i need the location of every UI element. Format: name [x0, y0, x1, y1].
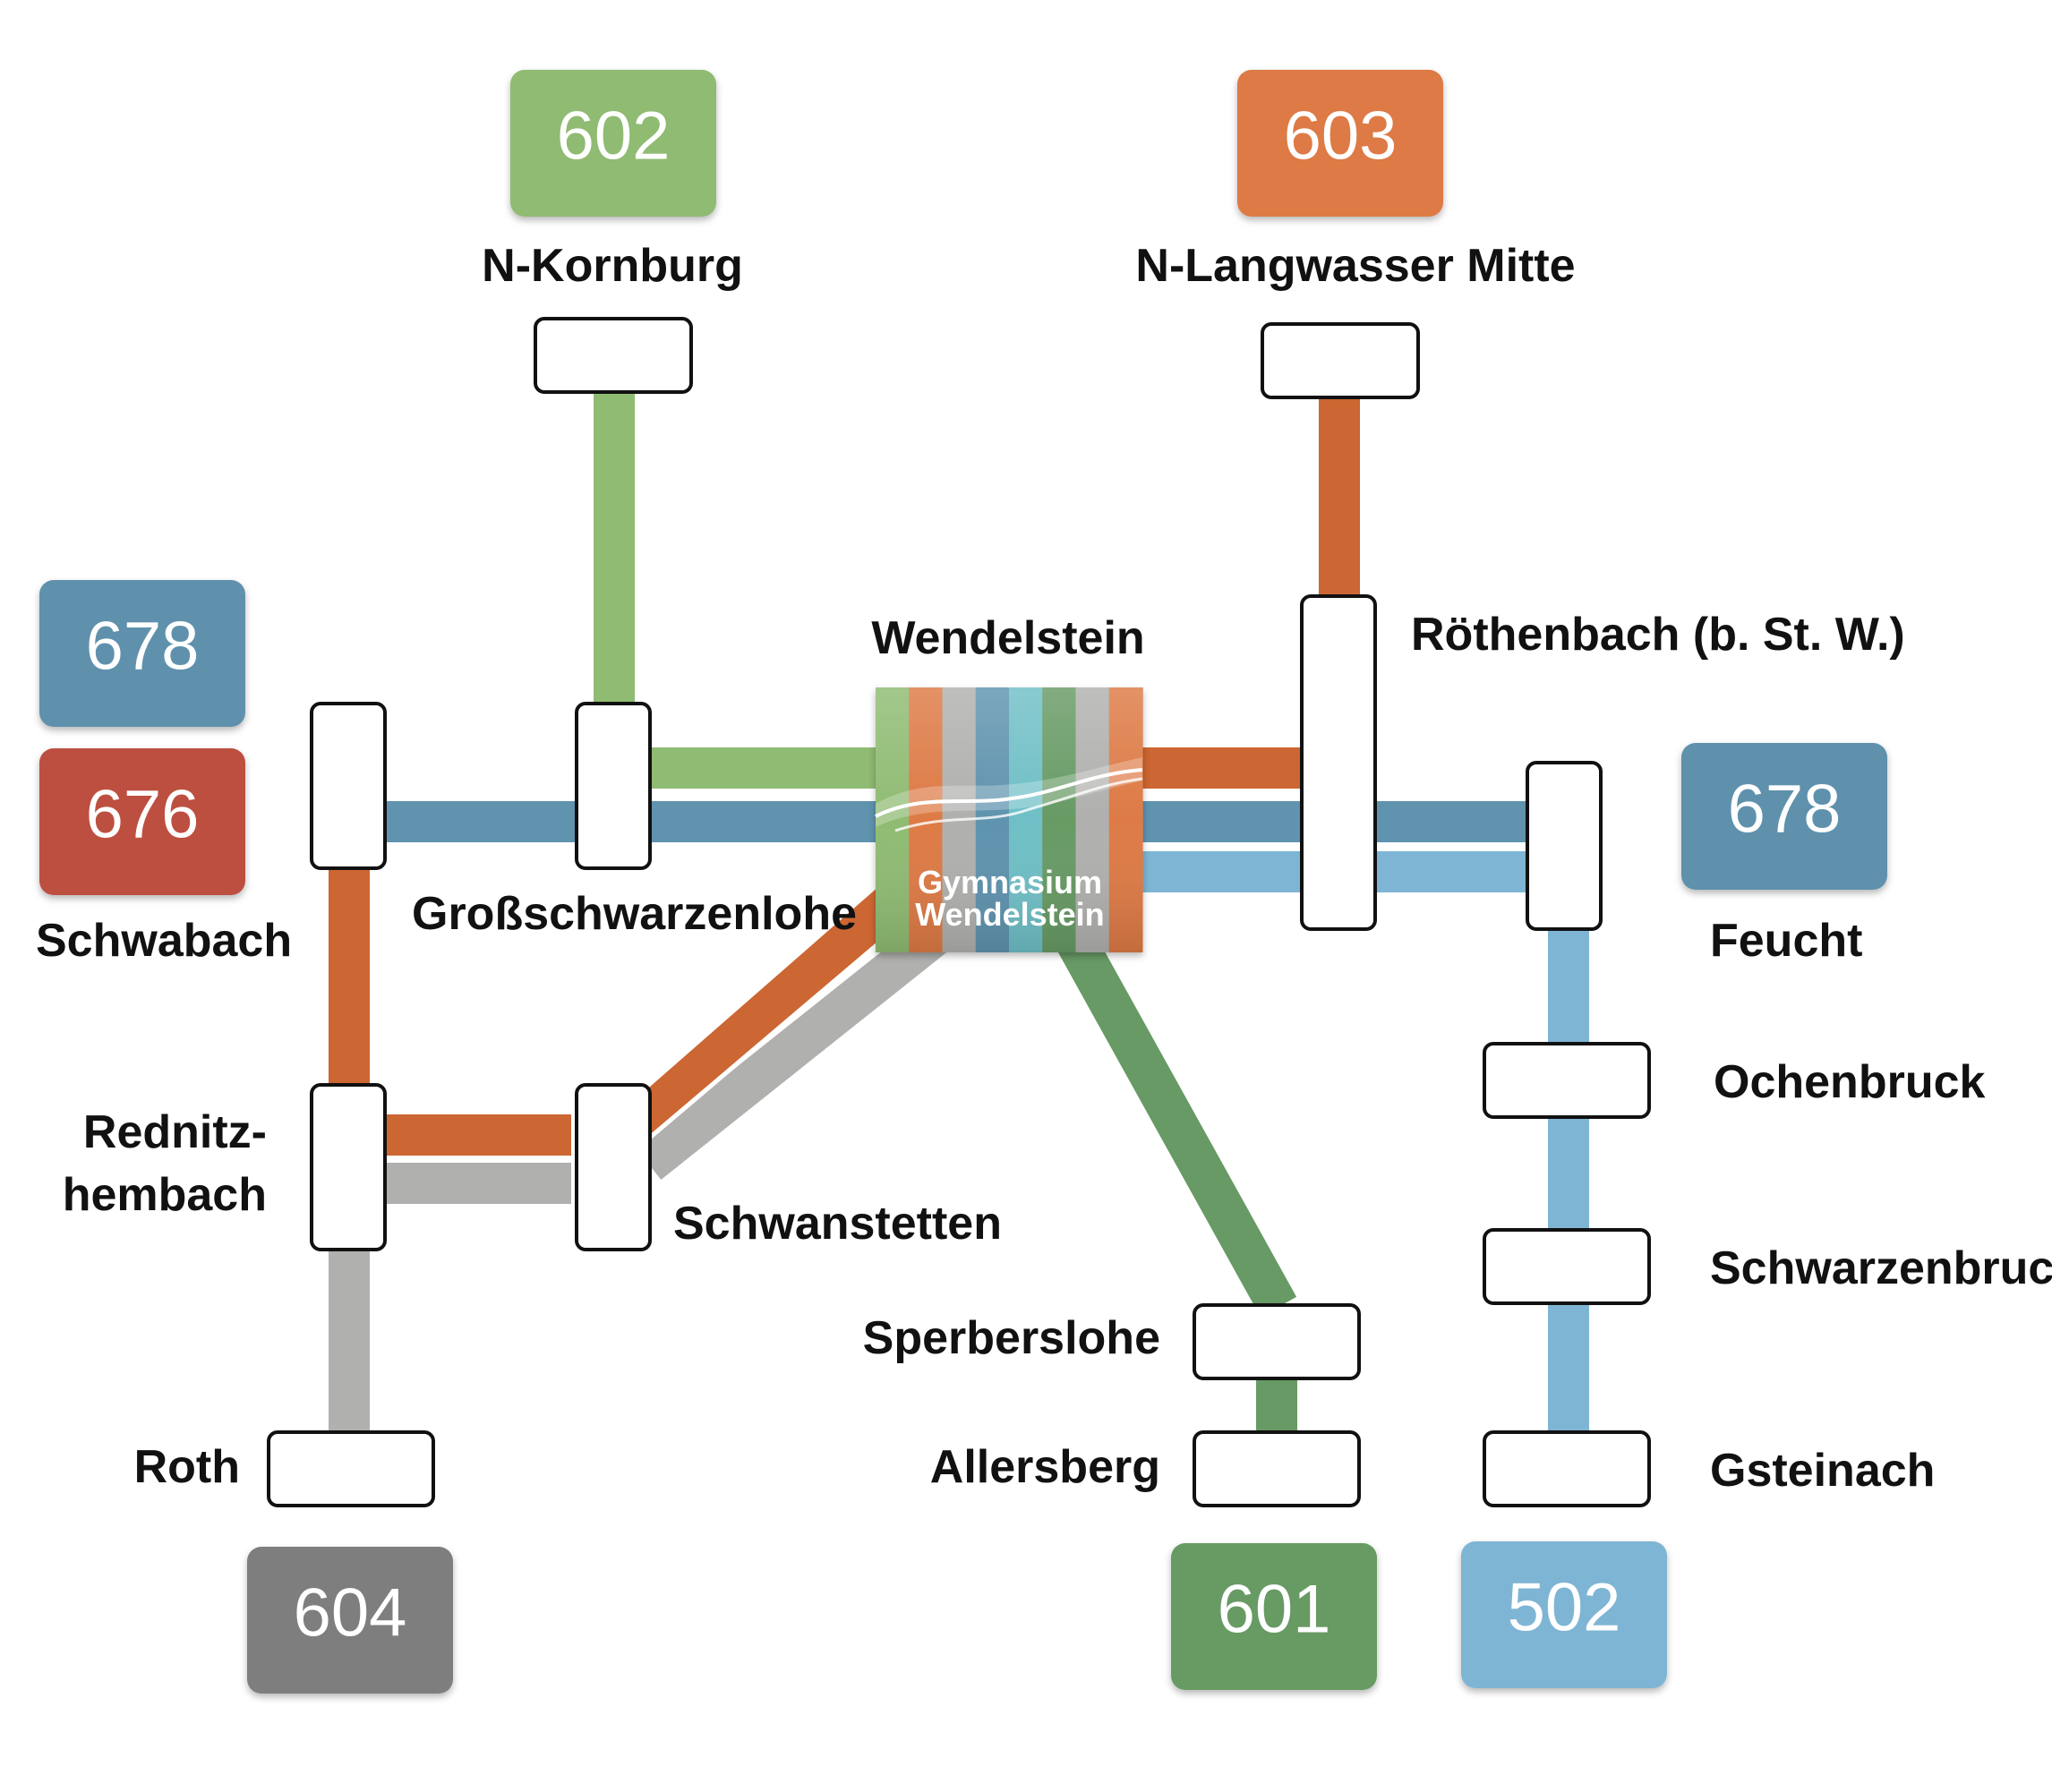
route-badge-676[interactable]: 676	[39, 748, 245, 895]
route-badge-676-label: 676	[86, 777, 200, 853]
route-badge-603-label: 603	[1284, 98, 1398, 175]
label-schwabach: Schwabach	[36, 915, 292, 967]
label-roth: Roth	[134, 1441, 240, 1493]
label-grossschwarzenlohe: Großschwarzenlohe	[412, 888, 857, 940]
label-rednitzhembach-line1: Rednitz-	[83, 1106, 267, 1158]
label-allersberg: Allersberg	[930, 1441, 1160, 1493]
hub-wave-line	[875, 768, 1143, 818]
route-badge-678-east-label: 678	[1728, 772, 1842, 848]
label-gsteinach: Gsteinach	[1710, 1445, 1935, 1497]
route-badge-601-label: 601	[1218, 1572, 1331, 1648]
route-badge-601[interactable]: 601	[1171, 1543, 1377, 1690]
label-rednitzhembach-line2: hembach	[63, 1169, 267, 1221]
stop-roethenbach[interactable]	[1300, 594, 1377, 931]
route-604-line-diagonal	[635, 917, 952, 1180]
label-roethenbach: Röthenbach (b. St. W.)	[1411, 609, 1905, 661]
label-n-kornburg: N-Kornburg	[482, 240, 743, 292]
route-badge-502[interactable]: 502	[1461, 1541, 1667, 1688]
stop-schwabach[interactable]	[310, 702, 387, 870]
hub-label-line1: Gymnasium	[918, 864, 1102, 900]
route-badge-602[interactable]: 602	[510, 70, 716, 217]
route-badge-602-label: 602	[557, 98, 671, 175]
label-wendelstein: Wendelstein	[871, 612, 1144, 664]
hub-wave-band	[876, 757, 1142, 827]
route-badge-678-west[interactable]: 678	[39, 580, 245, 727]
stop-gsteinach[interactable]	[1483, 1430, 1651, 1507]
route-badge-502-label: 502	[1508, 1570, 1621, 1646]
route-badge-604-label: 604	[294, 1575, 407, 1651]
stop-n-langwasser[interactable]	[1261, 322, 1420, 399]
route-badge-603[interactable]: 603	[1237, 70, 1443, 217]
stop-grossschwarzenlohe[interactable]	[575, 702, 652, 870]
route-601-line-diagonal	[1052, 922, 1297, 1318]
stop-sperberslohe[interactable]	[1193, 1303, 1361, 1380]
stop-feucht[interactable]	[1526, 761, 1603, 931]
route-676-line-diagonal	[618, 888, 904, 1146]
label-ochenbruck: Ochenbruck	[1714, 1056, 1985, 1108]
label-n-langwasser: N-Langwasser Mitte	[1135, 240, 1575, 292]
label-sperberslohe: Sperberslohe	[863, 1312, 1160, 1364]
hub-gymnasium-wendelstein[interactable]: Gymnasium Wendelstein	[875, 687, 1143, 952]
label-feucht: Feucht	[1710, 915, 1862, 967]
route-badge-678-east[interactable]: 678	[1681, 743, 1887, 890]
hub-wave-line-2	[894, 777, 1143, 832]
stop-schwanstetten[interactable]	[575, 1083, 652, 1251]
stop-roth[interactable]	[267, 1430, 435, 1507]
stop-n-kornburg[interactable]	[534, 317, 693, 394]
route-badge-678-west-label: 678	[86, 609, 200, 685]
stop-allersberg[interactable]	[1193, 1430, 1361, 1507]
label-schwanstetten: Schwanstetten	[673, 1198, 1002, 1250]
route-badge-604[interactable]: 604	[247, 1547, 453, 1694]
stop-rednitzhembach[interactable]	[310, 1083, 387, 1251]
hub-label-line2: Wendelstein	[915, 896, 1104, 933]
diagonal-separator	[632, 918, 908, 1153]
stop-schwarzenbruck[interactable]	[1483, 1228, 1651, 1305]
label-schwarzenbruck: Schwarzenbruck	[1710, 1242, 2052, 1294]
stop-ochenbruck[interactable]	[1483, 1042, 1651, 1119]
